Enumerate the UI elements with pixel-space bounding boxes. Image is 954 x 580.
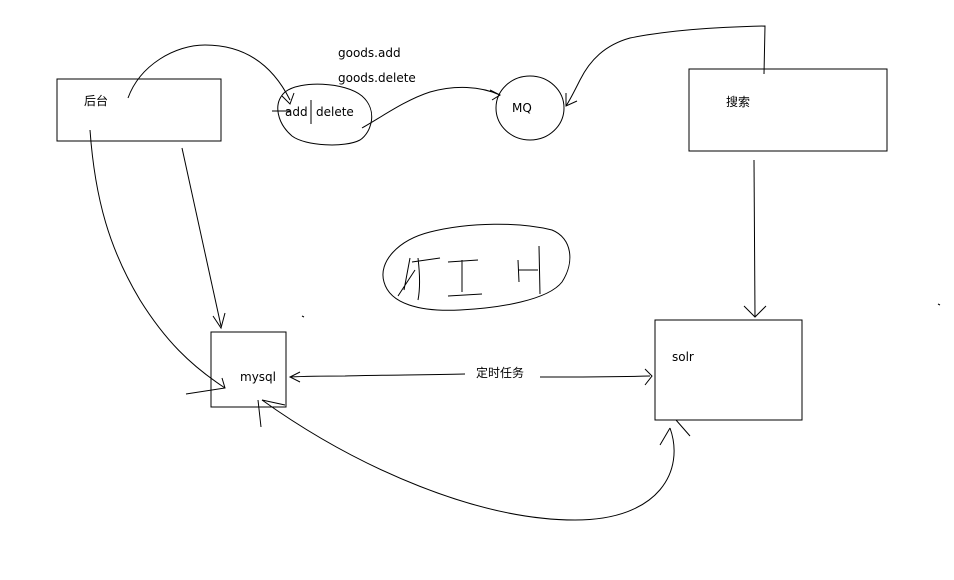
mq-label: MQ xyxy=(512,101,532,115)
solr-to-mysql-arrowhead xyxy=(257,399,286,428)
search-to-mq-arrow xyxy=(565,25,766,107)
search-to-solr-arrowhead xyxy=(743,305,767,318)
mysql-to-solr-line-right xyxy=(539,375,651,378)
search-label: 搜索 xyxy=(726,94,750,109)
solr-arc-top-hook xyxy=(659,419,691,446)
scheduled-task-label: 定时任务 xyxy=(476,365,524,380)
backend-to-addelete-arrow xyxy=(127,44,291,101)
add-label: add xyxy=(285,105,308,119)
scribble-stroke-2 xyxy=(447,259,483,297)
search-box xyxy=(688,68,888,152)
scribble-stroke-3 xyxy=(517,245,541,295)
solr-label: solr xyxy=(672,350,694,364)
search-to-mq-arrowhead xyxy=(565,93,578,107)
addelete-to-mq-arrowhead xyxy=(489,89,502,101)
add-delete-blob xyxy=(277,83,373,146)
backend-to-mysql-arrowhead xyxy=(212,312,226,330)
scribble-stroke-1 xyxy=(397,257,441,301)
delete-label: delete xyxy=(316,105,354,119)
search-to-solr-arrow xyxy=(753,159,756,318)
addelete-to-mq-arrow xyxy=(361,86,501,129)
mysql-solr-right-arrowhead xyxy=(644,368,653,386)
mysql-label: mysql xyxy=(240,370,276,384)
mysql-box xyxy=(210,331,287,408)
backend-to-addelete-arrowhead xyxy=(281,92,295,105)
solr-box xyxy=(654,319,803,421)
goods-add-label: goods.add xyxy=(338,46,401,60)
backend-to-mysql-curve-arrowhead xyxy=(185,377,226,395)
backend-label: 后台 xyxy=(84,93,108,108)
backend-box xyxy=(56,78,222,142)
mysql-solr-left-arrowhead xyxy=(288,371,301,383)
stray-mark-2 xyxy=(937,303,941,306)
goods-delete-label: goods.delete xyxy=(338,71,416,85)
stray-mark-1 xyxy=(301,315,305,318)
scribble-blob xyxy=(382,223,571,311)
backend-to-mysql-arrow xyxy=(181,147,222,327)
mq-node xyxy=(495,75,565,141)
mysql-to-solr-line-left xyxy=(289,373,466,378)
solr-to-mysql-arc xyxy=(261,399,675,521)
backend-to-mysql-curve xyxy=(89,129,226,389)
